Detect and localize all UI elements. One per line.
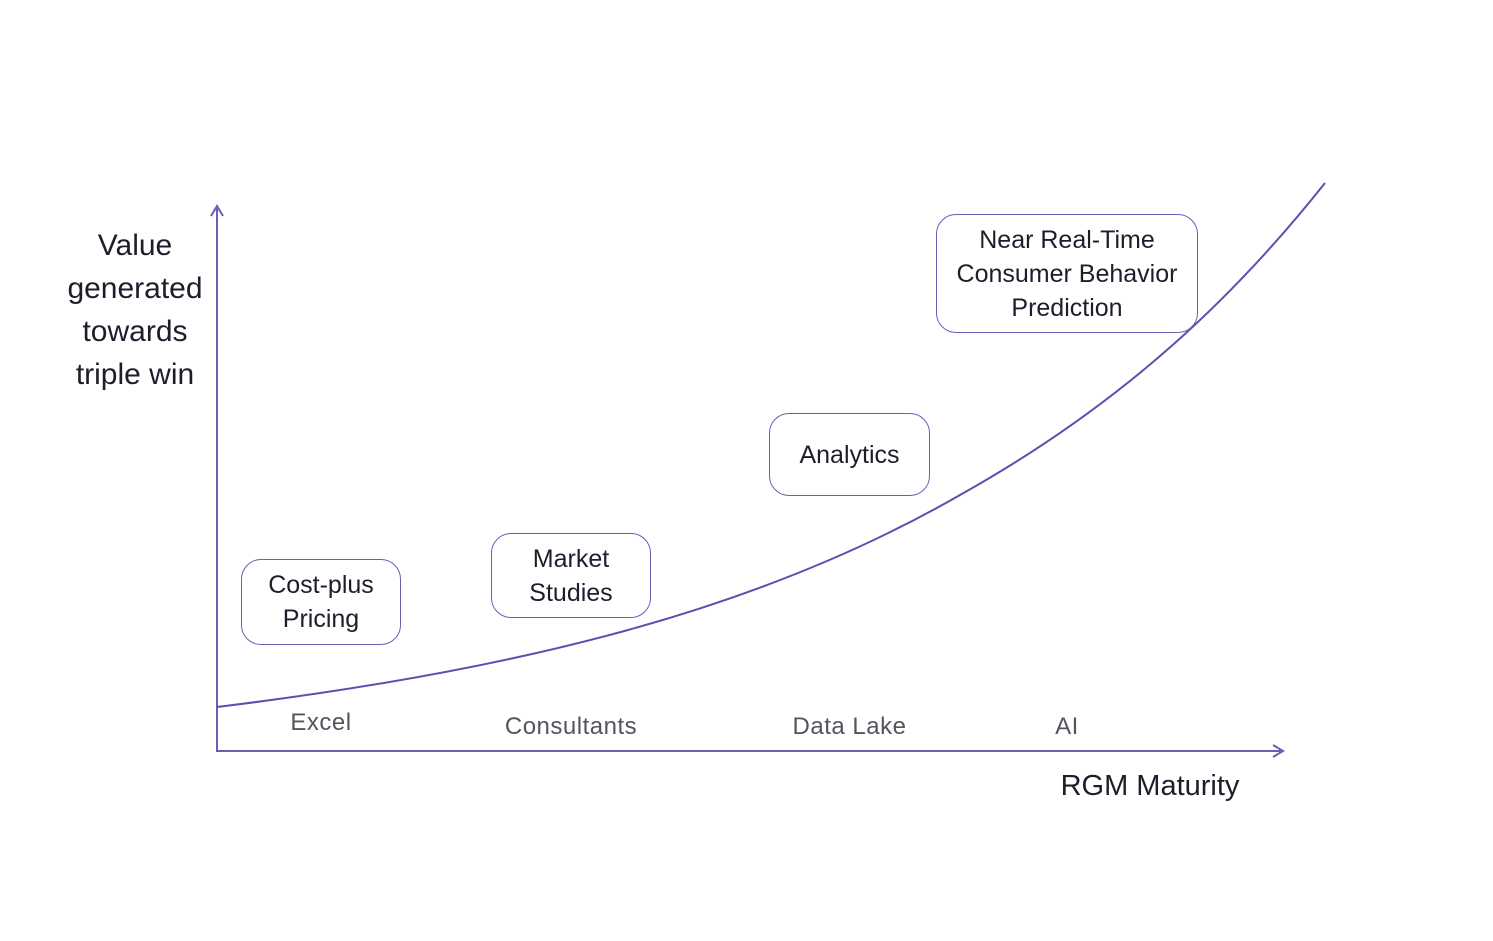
stage-label-line: Pricing <box>282 605 360 633</box>
growth-curve <box>216 182 1326 708</box>
stage-label-line: Consumer Behavior <box>956 259 1178 288</box>
y-axis-label-line: towards <box>82 315 188 348</box>
y-axis-label-line: triple win <box>75 358 195 391</box>
tool-label-excel: Excel <box>290 709 352 736</box>
y-axis-label: Value generated towards triple win <box>40 224 230 396</box>
tool-label-data-lake: Data Lake <box>792 713 907 740</box>
stage-box-consumer-behavior-prediction: Near Real-Time Consumer Behavior Predict… <box>936 214 1198 333</box>
x-axis-arrowhead <box>1272 744 1285 758</box>
y-axis-arrowhead <box>210 204 224 217</box>
stage-label-line: Analytics <box>799 440 900 469</box>
y-axis-label-line: generated <box>67 272 203 305</box>
stage-label-line: Prediction <box>1011 293 1123 322</box>
stage-box-cost-plus-pricing: Cost-plus Pricing <box>241 559 401 645</box>
tool-label-consultants: Consultants <box>504 713 638 740</box>
stage-box-analytics: Analytics <box>769 413 930 496</box>
stage-label-line: Studies <box>529 578 613 607</box>
stage-label-line: Cost-plus <box>268 571 374 599</box>
tool-label-ai: AI <box>1055 713 1079 740</box>
stage-label-line: Near Real-Time <box>979 225 1155 254</box>
y-axis-label-line: Value <box>97 229 173 262</box>
stage-box-market-studies: Market Studies <box>491 533 651 618</box>
stage-label-line: Market <box>532 544 610 573</box>
x-axis-label: RGM Maturity <box>1060 770 1240 802</box>
